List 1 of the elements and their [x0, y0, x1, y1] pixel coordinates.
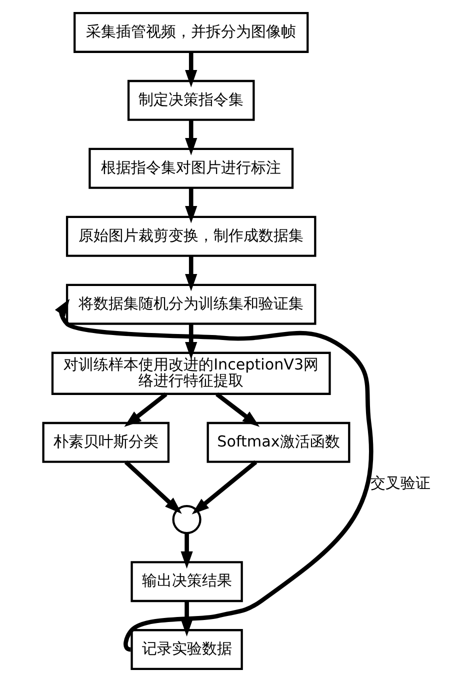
- edge-label: 交叉验证: [370, 474, 430, 492]
